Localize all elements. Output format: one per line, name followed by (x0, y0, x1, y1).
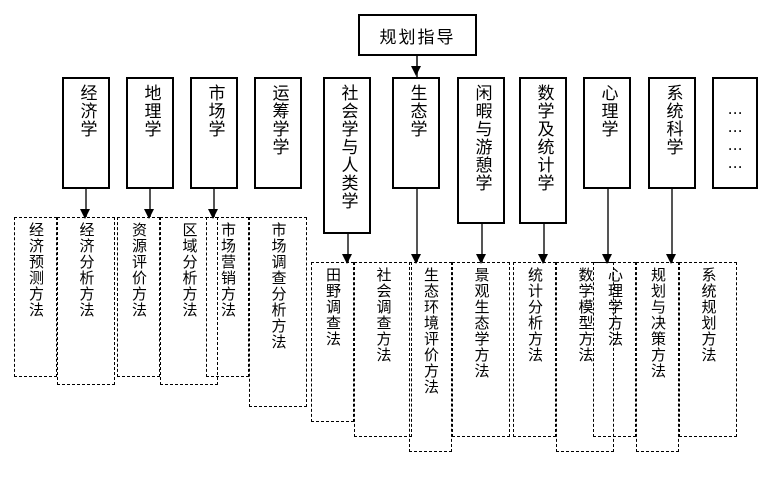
method-box-system-planning[interactable]: 系统规划方法 (679, 262, 737, 437)
discipline-label-systems-science: 系统科学 (662, 84, 683, 156)
arrow-sociology (342, 254, 352, 264)
discipline-label-psychology: 心理学 (597, 84, 618, 138)
discipline-box-mathematics-statistics[interactable]: 数学及统计学 (519, 77, 567, 224)
discipline-box-psychology[interactable]: 心理学 (583, 77, 631, 189)
method-label-psychology-method: 心理学方法 (606, 267, 624, 347)
method-box-landscape-ecology[interactable]: 景观生态学方法 (452, 262, 510, 437)
method-box-regional-analysis[interactable]: 区域分析方法 (160, 217, 218, 385)
arrow-root-to-ecology (411, 66, 421, 76)
method-label-resource-evaluation: 资源评价方法 (130, 222, 148, 318)
arrow-marketing (208, 209, 218, 219)
method-label-social-survey: 社会调查方法 (374, 267, 393, 363)
method-box-economic-analysis[interactable]: 经济分析方法 (57, 217, 115, 385)
method-label-field-survey: 田野调查法 (324, 267, 342, 347)
discipline-box-geography[interactable]: 地理学 (126, 77, 174, 189)
arrow-leisure (476, 254, 486, 264)
method-label-landscape-ecology: 景观生态学方法 (472, 267, 491, 379)
discipline-box-systems-science[interactable]: 系统科学 (648, 77, 696, 189)
discipline-label-sociology-anthropology: 社会学与人类学 (337, 84, 358, 210)
discipline-label-marketing: 市场学 (204, 84, 225, 138)
connector-geography (149, 189, 151, 217)
method-label-economic-forecast: 经济预测方法 (27, 222, 45, 318)
discipline-box-ecology[interactable]: 生态学 (392, 77, 440, 189)
discipline-box-operations-research[interactable]: 运筹学学 (254, 77, 302, 189)
connector-mathematics-statistics (543, 224, 545, 262)
method-box-market-promotion[interactable]: 市场营销方法 (206, 217, 249, 377)
method-label-mathematical-model: 数学模型方法 (576, 267, 595, 363)
arrow-systems-science (666, 254, 676, 264)
method-box-psychology-method[interactable]: 心理学方法 (593, 262, 636, 437)
root-box-label: 规划指导 (379, 27, 456, 48)
discipline-box-economics[interactable]: 经济学 (62, 77, 110, 189)
connector-economics (85, 189, 87, 217)
discipline-label-operations-research: 运筹学学 (268, 84, 289, 156)
discipline-label-leisure-recreation: 闲暇与游憩学 (471, 84, 492, 192)
connector-sociology (347, 234, 349, 262)
arrow-economics (80, 209, 90, 219)
method-label-economic-analysis: 经济分析方法 (77, 222, 96, 318)
connector-ecology (416, 189, 418, 262)
method-label-planning-decision: 规划与决策方法 (649, 267, 667, 379)
discipline-label-economics: 经济学 (76, 84, 97, 138)
arrow-psychology (602, 254, 612, 264)
method-box-statistical-analysis[interactable]: 统计分析方法 (513, 262, 556, 437)
method-box-market-survey-analysis[interactable]: 市场调查分析方法 (249, 217, 307, 407)
arrow-geography (144, 209, 154, 219)
connector-systems-science (671, 189, 673, 262)
discipline-label-more: ………… (726, 99, 745, 172)
method-box-planning-decision[interactable]: 规划与决策方法 (636, 262, 679, 452)
method-box-eco-environment-evaluation[interactable]: 生态环境评价方法 (409, 262, 452, 452)
method-label-statistical-analysis: 统计分析方法 (526, 267, 544, 363)
connector-marketing (213, 189, 215, 217)
discipline-box-sociology-anthropology[interactable]: 社会学与人类学 (323, 77, 371, 234)
method-box-economic-forecast[interactable]: 经济预测方法 (14, 217, 57, 377)
method-box-resource-evaluation[interactable]: 资源评价方法 (117, 217, 160, 377)
method-box-mathematical-model[interactable]: 数学模型方法 (556, 262, 614, 452)
discipline-box-marketing[interactable]: 市场学 (190, 77, 238, 189)
arrow-ecology (411, 254, 421, 264)
connector-leisure (481, 224, 483, 262)
method-box-social-survey[interactable]: 社会调查方法 (354, 262, 412, 437)
discipline-label-geography: 地理学 (140, 84, 161, 138)
discipline-box-more[interactable]: ………… (712, 77, 758, 189)
discipline-label-ecology: 生态学 (406, 84, 427, 138)
arrow-mathematics-statistics (538, 254, 548, 264)
method-label-regional-analysis: 区域分析方法 (180, 222, 199, 318)
method-label-market-survey-analysis: 市场调查分析方法 (269, 222, 288, 350)
connector-psychology (607, 189, 609, 262)
discipline-label-mathematics-statistics: 数学及统计学 (533, 84, 554, 192)
discipline-box-leisure-recreation[interactable]: 闲暇与游憩学 (457, 77, 505, 224)
method-box-field-survey[interactable]: 田野调查法 (311, 262, 354, 422)
method-label-market-promotion: 市场营销方法 (219, 222, 237, 318)
method-label-eco-environment-evaluation: 生态环境评价方法 (422, 267, 440, 395)
method-label-system-planning: 系统规划方法 (699, 267, 718, 363)
root-box-planning-guidance: 规划指导 (358, 14, 477, 56)
